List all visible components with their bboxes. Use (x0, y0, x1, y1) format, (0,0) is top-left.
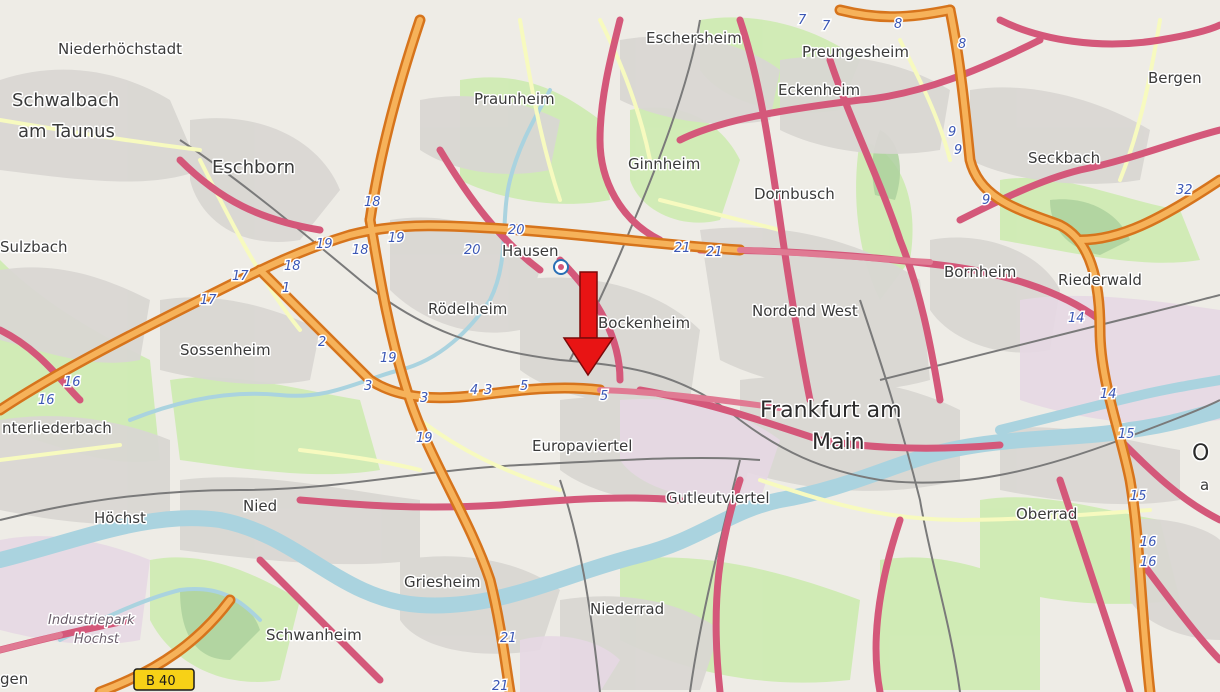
down-arrow-icon (562, 271, 615, 377)
route-shield: 3 (364, 379, 372, 394)
label-sulzbach: Sulzbach (0, 238, 68, 256)
route-shield: 21 (706, 245, 723, 260)
label-schwalbach: Schwalbach (12, 90, 119, 111)
label-gen: gen (0, 670, 28, 688)
route-shield: 8 (958, 37, 966, 52)
route-shield: 16 (1140, 555, 1157, 570)
label-eschborn: Eschborn (212, 157, 295, 178)
route-shield: 21 (674, 241, 691, 256)
route-shield: 21 (500, 631, 517, 646)
route-shield: 9 (982, 193, 990, 208)
label-hoechst: Höchst (94, 509, 146, 527)
route-shield: 16 (64, 375, 81, 390)
bundesstrasse-shield: B 40 (133, 668, 195, 691)
route-shield: 7 (822, 19, 831, 34)
route-shield: 18 (284, 259, 301, 274)
b40-label: B 40 (146, 674, 176, 689)
route-shield: 17 (200, 293, 217, 308)
route-shield: 5 (600, 389, 608, 404)
label-eckenheim: Eckenheim (778, 81, 860, 99)
route-shield: 16 (38, 393, 55, 408)
route-shield: 5 (520, 379, 528, 394)
route-shields: 18 19 18 19 20 20 21 21 17 18 1 17 2 16 … (37, 12, 1195, 692)
route-shield: 17 (232, 269, 249, 284)
route-shield: 18 (352, 243, 369, 258)
river-main (0, 375, 1220, 614)
label-niederrad: Niederrad (590, 600, 664, 618)
label-roedelheim: Rödelheim (428, 300, 507, 318)
label-am-taunus: am Taunus (18, 121, 115, 142)
label-o: O (1192, 441, 1209, 466)
label-schwanheim: Schwanheim (266, 626, 362, 644)
station-icon (553, 259, 569, 275)
label-frankfurt-am: Frankfurt am (760, 398, 902, 423)
label-dornbusch: Dornbusch (754, 185, 835, 203)
label-bockenheim: Bockenheim (598, 314, 690, 332)
industrial-areas (0, 295, 1220, 692)
label-industriepark: Industriepark (48, 613, 135, 628)
label-europaviertel: Europaviertel (532, 437, 632, 455)
route-shield: 3 (484, 383, 492, 398)
route-shield: 19 (388, 231, 405, 246)
label-bornheim: Bornheim (944, 263, 1016, 281)
primary-roads (0, 16, 1220, 692)
route-shield: 14 (1068, 311, 1085, 326)
label-sossenheim: Sossenheim (180, 341, 271, 359)
route-shield: 19 (380, 351, 397, 366)
label-hochst: Hochst (74, 632, 120, 647)
route-shield: 32 (1176, 183, 1193, 198)
route-shield: 19 (316, 237, 333, 252)
label-preungesheim: Preungesheim (802, 43, 909, 61)
route-shield: 20 (508, 223, 525, 238)
label-hausen: Hausen (502, 242, 559, 260)
motorways (0, 4, 1220, 692)
route-shield: 9 (954, 143, 962, 158)
label-bergen: Bergen (1148, 69, 1202, 87)
label-unterliederbach: nterliederbach (2, 419, 112, 437)
route-shield: 14 (1100, 387, 1117, 402)
route-shield: 2 (318, 335, 326, 350)
route-shield: 8 (894, 17, 902, 32)
label-niederhoechstadt: Niederhöchstadt (58, 40, 182, 58)
label-oberrad: Oberrad (1016, 505, 1077, 523)
river-nidda (58, 88, 552, 642)
label-nied: Nied (243, 497, 277, 515)
label-main: Main (812, 430, 865, 455)
place-labels: Niederhöchstadt Schwalbach am Taunus Esc… (0, 28, 1211, 690)
route-shield: 18 (364, 195, 381, 210)
label-praunheim: Praunheim (474, 90, 555, 108)
route-shield: 16 (1140, 535, 1157, 550)
route-shield: 15 (1130, 489, 1147, 504)
label-a: a (1200, 476, 1209, 494)
label-eschersheim: Eschersheim (646, 29, 742, 47)
route-shield: 9 (948, 125, 956, 140)
route-shield: 7 (798, 13, 807, 28)
route-shield: 4 (470, 383, 478, 398)
route-shield: 15 (1118, 427, 1135, 442)
trunk-roads (0, 247, 933, 653)
route-shield: 21 (492, 679, 509, 692)
label-riederwald: Riederwald (1058, 271, 1142, 289)
label-nordend-west: Nordend West (752, 302, 858, 320)
label-seckbach: Seckbach (1028, 149, 1100, 167)
route-shield: 19 (416, 431, 433, 446)
label-ginnheim: Ginnheim (628, 155, 700, 173)
route-shield: 3 (420, 391, 428, 406)
route-shield: 1 (282, 281, 290, 296)
label-griesheim: Griesheim (404, 573, 481, 591)
label-gutleutviertel: Gutleutviertel (666, 489, 770, 507)
route-shield: 20 (464, 243, 481, 258)
